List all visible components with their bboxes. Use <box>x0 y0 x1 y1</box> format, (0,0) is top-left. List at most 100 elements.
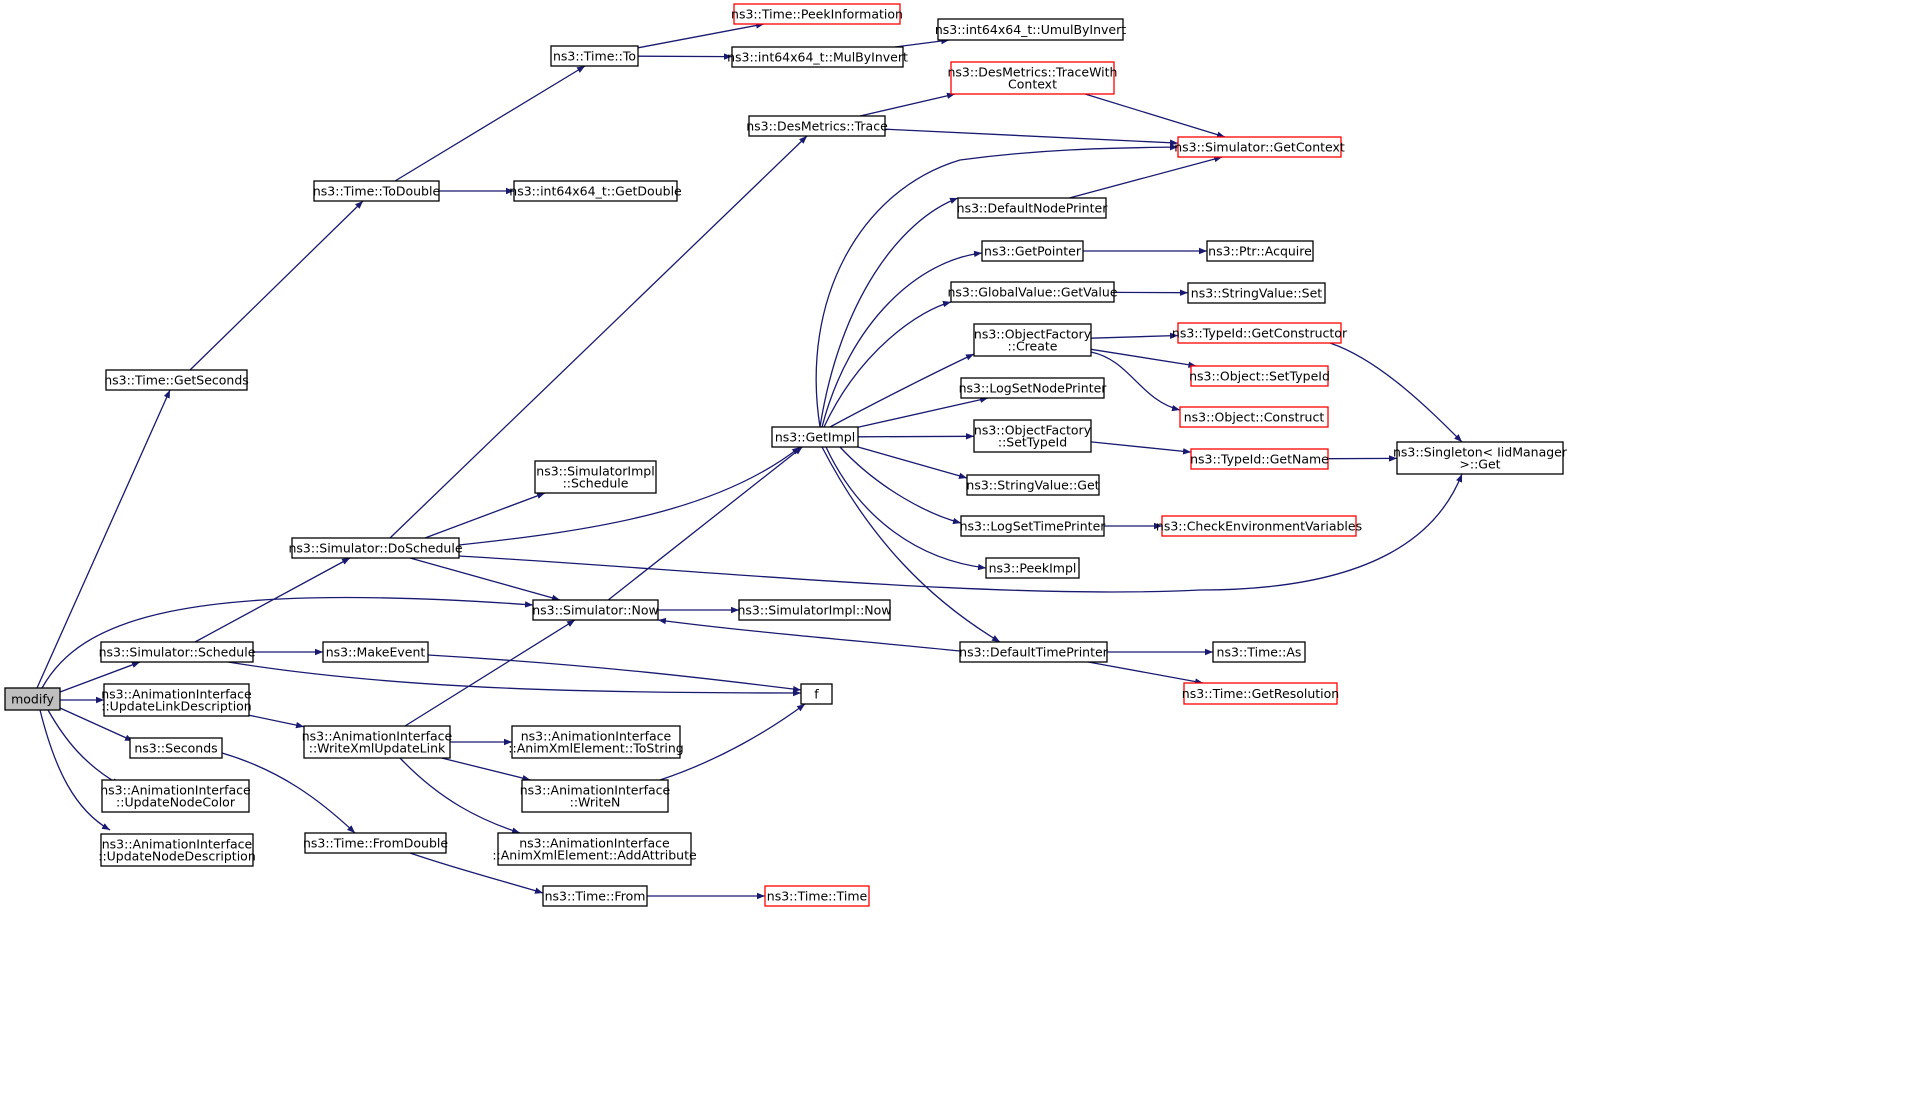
node-box[interactable] <box>957 197 1107 219</box>
node-seconds[interactable]: ns3::Seconds <box>129 737 223 759</box>
node-box[interactable] <box>771 426 859 448</box>
node-box[interactable] <box>985 557 1080 579</box>
node-defaultnodeprinter[interactable]: ns3::DefaultNodePrinter <box>957 197 1109 219</box>
node-getimpl[interactable]: ns3::GetImpl <box>771 426 859 448</box>
node-getdouble[interactable]: ns3::int64x64_t::GetDouble <box>509 180 682 202</box>
node-box[interactable] <box>511 725 681 759</box>
node-simimpl_now[interactable]: ns3::SimulatorImpl::Now <box>737 599 892 621</box>
node-box[interactable] <box>303 725 451 759</box>
node-box[interactable] <box>1190 448 1329 470</box>
node-simimpl_schedule[interactable]: ns3::SimulatorImpl::Schedule <box>534 460 657 494</box>
node-updatelinkdesc[interactable]: ns3::AnimationInterface::UpdateLinkDescr… <box>101 683 252 717</box>
node-f[interactable]: f <box>800 683 833 705</box>
node-box[interactable] <box>101 779 250 813</box>
node-box[interactable] <box>973 419 1092 453</box>
node-sv_get[interactable]: ns3::StringValue::Get <box>966 474 1100 496</box>
node-box[interactable] <box>497 832 692 866</box>
node-of_settypeid[interactable]: ns3::ObjectFactory::SetTypeId <box>973 419 1092 453</box>
node-peekinfo[interactable]: ns3::Time::PeekInformation <box>731 3 903 25</box>
node-to[interactable]: ns3::Time::To <box>550 45 639 67</box>
node-box[interactable] <box>100 833 254 867</box>
node-sim_now[interactable]: ns3::Simulator::Now <box>532 599 659 621</box>
node-todouble[interactable]: ns3::Time::ToDouble <box>313 180 441 202</box>
node-defaulttimeprinter[interactable]: ns3::DefaultTimePrinter <box>959 641 1109 663</box>
node-singleton_get[interactable]: ns3::Singleton< IidManager >::Get <box>1393 441 1568 475</box>
node-box[interactable] <box>1212 641 1306 663</box>
node-getseconds[interactable]: ns3::Time::GetSeconds <box>104 369 249 391</box>
node-box[interactable] <box>1179 406 1329 428</box>
node-box[interactable] <box>304 832 447 854</box>
node-box[interactable] <box>950 61 1115 95</box>
node-box[interactable] <box>103 683 250 717</box>
node-getcontext[interactable]: ns3::Simulator::GetContext <box>1174 136 1345 158</box>
node-fromdouble[interactable]: ns3::Time::FromDouble <box>303 832 448 854</box>
node-box[interactable] <box>950 281 1115 303</box>
node-box[interactable] <box>550 45 639 67</box>
node-box[interactable] <box>313 180 440 202</box>
node-getconstructor[interactable]: ns3::TypeId::GetConstructor <box>1172 322 1348 344</box>
node-box[interactable] <box>800 683 833 705</box>
node-ptr_acquire[interactable]: ns3::Ptr::Acquire <box>1206 240 1314 262</box>
node-peekimpl[interactable]: ns3::PeekImpl <box>985 557 1080 579</box>
node-box[interactable] <box>534 460 657 494</box>
node-box[interactable] <box>1161 515 1357 537</box>
node-addattribute[interactable]: ns3::AnimationInterface::AnimXmlElement:… <box>492 832 697 866</box>
node-box[interactable] <box>960 515 1105 537</box>
node-umulbyinvert[interactable]: ns3::int64x64_t::UmulByInvert <box>935 18 1126 41</box>
node-time_as[interactable]: ns3::Time::As <box>1212 641 1306 663</box>
node-box[interactable] <box>100 641 254 663</box>
node-logsetnodeprinter[interactable]: ns3::LogSetNodePrinter <box>959 377 1108 399</box>
node-box[interactable] <box>513 180 678 202</box>
node-box[interactable] <box>1396 441 1564 475</box>
node-typeid_getname[interactable]: ns3::TypeId::GetName <box>1190 448 1329 470</box>
node-updatenodecolor[interactable]: ns3::AnimationInterface::UpdateNodeColor <box>100 779 251 813</box>
node-sim_schedule[interactable]: ns3::Simulator::Schedule <box>99 641 256 663</box>
node-construct[interactable]: ns3::Object::Construct <box>1179 406 1329 428</box>
node-box[interactable] <box>1183 682 1338 705</box>
node-box[interactable] <box>1177 322 1342 344</box>
node-tostring[interactable]: ns3::AnimationInterface::AnimXmlElement:… <box>508 725 684 759</box>
node-box[interactable] <box>731 46 904 68</box>
node-box[interactable] <box>738 599 891 621</box>
node-box[interactable] <box>764 885 870 907</box>
node-sv_set[interactable]: ns3::StringValue::Set <box>1187 282 1326 304</box>
node-desmetrics_trace[interactable]: ns3::DesMetrics::Trace <box>746 115 888 137</box>
node-time_time[interactable]: ns3::Time::Time <box>764 885 870 907</box>
node-box[interactable] <box>105 369 248 391</box>
node-getpointer[interactable]: ns3::GetPointer <box>981 240 1084 262</box>
node-writexmlupdatelink[interactable]: ns3::AnimationInterface::WriteXmlUpdateL… <box>302 725 453 759</box>
node-settypeid_obj[interactable]: ns3::Object::SetTypeId <box>1189 365 1330 387</box>
node-box[interactable] <box>937 18 1124 41</box>
node-time_from[interactable]: ns3::Time::From <box>542 885 648 907</box>
node-modify[interactable]: modify <box>4 687 61 711</box>
node-box[interactable] <box>981 240 1084 262</box>
node-box[interactable] <box>748 115 886 137</box>
node-box[interactable] <box>521 779 669 813</box>
node-writen[interactable]: ns3::AnimationInterface::WriteN <box>520 779 671 813</box>
node-of_create[interactable]: ns3::ObjectFactory::Create <box>973 323 1092 357</box>
node-box[interactable] <box>532 599 659 621</box>
node-box[interactable] <box>4 687 61 711</box>
node-box[interactable] <box>129 737 223 759</box>
node-box[interactable] <box>542 885 648 907</box>
node-box[interactable] <box>1206 240 1314 262</box>
node-logsettimeprinter[interactable]: ns3::LogSetTimePrinter <box>960 515 1107 537</box>
node-box[interactable] <box>733 3 901 25</box>
node-doschedule[interactable]: ns3::Simulator::DoSchedule <box>288 537 463 559</box>
node-getresolution[interactable]: ns3::Time::GetResolution <box>1182 682 1339 705</box>
node-updatenodedesc[interactable]: ns3::AnimationInterface::UpdateNodeDescr… <box>98 833 256 867</box>
node-checkenv[interactable]: ns3::CheckEnvironmentVariables <box>1156 515 1362 537</box>
node-makeevent[interactable]: ns3::MakeEvent <box>322 641 429 663</box>
node-box[interactable] <box>1177 136 1342 158</box>
node-mulbyinvert[interactable]: ns3::int64x64_t::MulByInvert <box>727 46 908 68</box>
node-box[interactable] <box>966 474 1100 496</box>
node-box[interactable] <box>959 641 1108 663</box>
node-box[interactable] <box>1187 282 1326 304</box>
node-box[interactable] <box>973 323 1092 357</box>
node-box[interactable] <box>291 537 460 559</box>
node-box[interactable] <box>1190 365 1329 387</box>
node-box[interactable] <box>960 377 1105 399</box>
node-box[interactable] <box>322 641 429 663</box>
node-gv_getvalue[interactable]: ns3::GlobalValue::GetValue <box>947 281 1118 303</box>
